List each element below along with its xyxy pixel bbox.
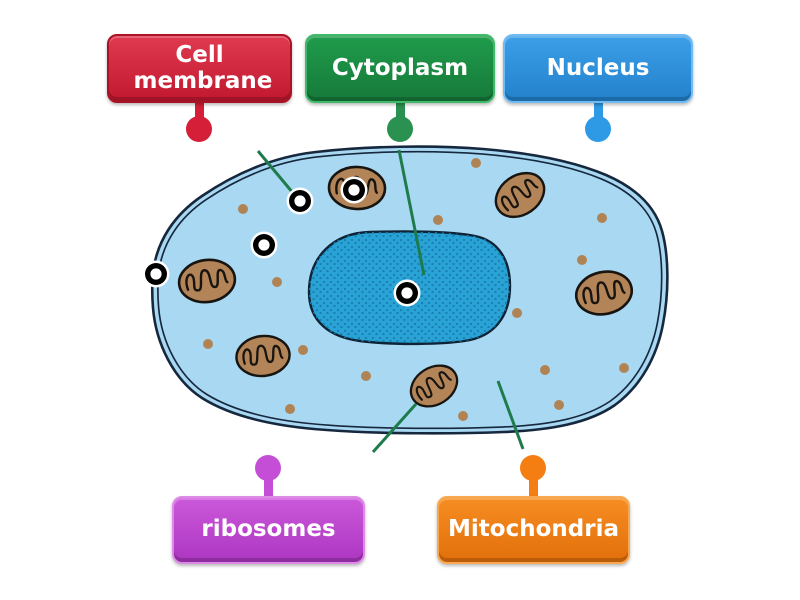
leader-line: [397, 149, 426, 276]
pin-stem: [263, 480, 273, 498]
pin-cytoplasm[interactable]: [387, 99, 413, 142]
pin-stem: [194, 99, 204, 117]
pin-ribosomes[interactable]: [255, 455, 281, 498]
label-ribosomes[interactable]: ribosomes: [172, 496, 365, 564]
leader-line: [371, 402, 418, 454]
target-cytoplasm[interactable]: [250, 231, 278, 259]
label-text: ribosomes: [201, 516, 336, 543]
label-mitochondria[interactable]: Mitochondria: [437, 496, 630, 564]
label-text: Cytoplasm: [331, 54, 469, 81]
label-cell-membrane[interactable]: Cell membrane: [107, 34, 292, 103]
pin-mitochondria[interactable]: [520, 455, 546, 498]
label-text: Nucleus: [546, 54, 650, 81]
pin-nucleus[interactable]: [585, 99, 611, 142]
target-ribosome[interactable]: [286, 187, 314, 215]
pin-cell-membrane[interactable]: [186, 99, 212, 142]
label-cytoplasm[interactable]: Cytoplasm: [305, 34, 495, 103]
leader-line: [496, 380, 525, 450]
pin-ball: [255, 455, 281, 481]
target-nucleus[interactable]: [393, 279, 421, 307]
pin-stem: [528, 480, 538, 498]
pin-stem: [593, 99, 603, 117]
pin-ball: [585, 116, 611, 142]
pin-ball: [520, 455, 546, 481]
pin-ball: [387, 116, 413, 142]
cell-inner-membrane: [157, 150, 663, 430]
label-text: Mitochondria: [448, 516, 619, 543]
target-membrane[interactable]: [142, 260, 170, 288]
target-mitochondrion[interactable]: [340, 176, 368, 204]
ribosome-dots: [203, 158, 629, 421]
label-text: Cell membrane: [133, 41, 273, 94]
pin-ball: [186, 116, 212, 142]
pin-stem: [395, 99, 405, 117]
label-nucleus[interactable]: Nucleus: [503, 34, 693, 103]
